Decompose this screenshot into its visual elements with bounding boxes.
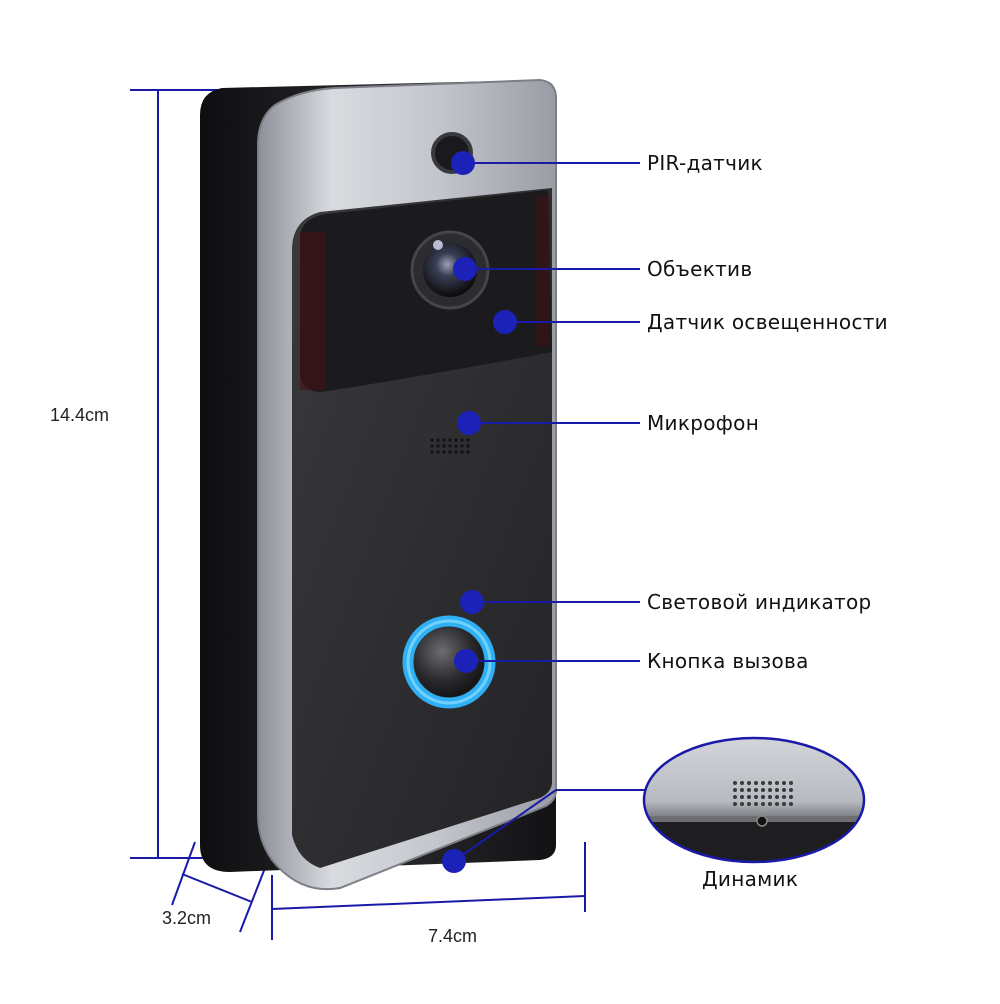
marker-pir <box>451 151 475 175</box>
label-speaker: Динамик <box>702 867 799 891</box>
label-microphone: Микрофон <box>647 411 760 435</box>
dimension-width-label: 7.4cm <box>428 926 478 946</box>
camera-window-left-glint <box>300 232 326 390</box>
marker-speaker <box>442 849 466 873</box>
speaker-inset-border <box>642 736 866 864</box>
camera-window-right-glint <box>536 196 550 346</box>
speaker-port <box>756 815 768 827</box>
callout-lines <box>453 162 645 862</box>
label-lens: Объектив <box>647 257 753 281</box>
dimension-depth-label: 3.2cm <box>162 908 212 928</box>
marker-indicator <box>460 590 484 614</box>
label-light-indicator: Световой индикатор <box>647 590 872 614</box>
label-call-button: Кнопка вызова <box>647 649 809 673</box>
depth-dimension <box>171 841 266 933</box>
callout-markers <box>442 151 517 873</box>
label-pir-sensor: PIR-датчик <box>647 151 763 175</box>
marker-light-sensor <box>493 310 517 334</box>
speaker-inset <box>642 736 866 864</box>
marker-microphone <box>457 411 481 435</box>
speaker-grille <box>733 781 793 806</box>
microphone-holes <box>430 438 470 454</box>
doorbell-device <box>200 78 557 891</box>
label-light-sensor: Датчик освещенности <box>647 310 888 334</box>
lens-highlight <box>433 240 443 250</box>
camera-lens <box>423 243 477 297</box>
marker-call-button <box>454 649 478 673</box>
dimension-height-label: 14.4cm <box>50 405 110 425</box>
width-dimension <box>271 842 586 940</box>
marker-lens <box>453 257 477 281</box>
call-button <box>414 627 484 697</box>
